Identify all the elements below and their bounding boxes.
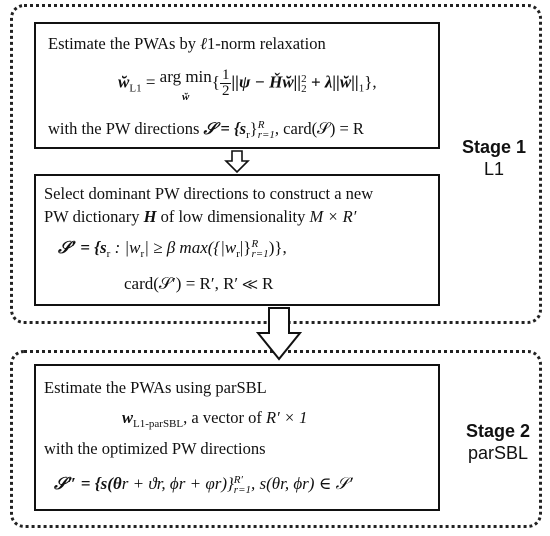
eq1-rest-sub: r: [236, 248, 240, 260]
eq-argmin: arg min: [159, 67, 212, 86]
dir-set-sub: r: [246, 129, 250, 141]
down-arrow-large: [256, 307, 302, 361]
dir-set: 𝒮 = {s: [203, 119, 247, 138]
stage2-label: Stage 2 parSBL: [458, 420, 538, 464]
box3-vector-line: wL1-parSBL, a vector of R′ × 1: [122, 408, 307, 434]
eq1-set: 𝒮′ = {s: [58, 238, 107, 257]
stage1-label: Stage 1 L1: [458, 136, 530, 180]
eq1-end: )},: [268, 238, 287, 257]
stage1-algo: L1: [483, 159, 505, 179]
box3-line3: with the optimized PW directions: [44, 439, 266, 458]
box2-line1: Select dominant PW directions to constru…: [44, 184, 374, 203]
box3-line1: Estimate the PWAs using parSBL: [44, 378, 267, 397]
dir-range-sup: R: [257, 119, 265, 132]
dir-set-close: }: [249, 119, 258, 138]
stage2-title: Stage 2: [465, 421, 531, 441]
argmin-block: arg min w̆: [160, 68, 212, 106]
box3-eq-parts: r + ϑr, ϕr + φr)}: [121, 474, 234, 493]
box2-line2-pre: PW dictionary: [44, 207, 144, 226]
l1-estimation-box: Estimate the PWAs by ℓ1-norm relaxation …: [34, 22, 440, 149]
eq1-close: |}: [239, 238, 252, 257]
box2-line2-post: of low dimensionality: [156, 207, 310, 226]
box1-heading-post: 1-norm relaxation: [207, 34, 326, 53]
eq-norm-sub: 2: [301, 82, 307, 95]
vec-w: w: [122, 408, 134, 427]
box3-eq-pre: 𝒮″ = {s(θ: [54, 474, 122, 493]
eq-frac-den: 2: [221, 83, 230, 99]
eq1-mid: : |w: [110, 238, 141, 257]
eq-lhs-sub: L1: [129, 82, 142, 95]
box2-line2: PW dictionary H of low dimensionality M …: [44, 207, 356, 227]
dir-card: , card(𝒮) = R: [274, 119, 364, 138]
box1-heading: Estimate the PWAs by ℓ1-norm relaxation: [48, 34, 326, 54]
box1-heading-ell: ℓ: [200, 34, 208, 53]
eq-reg-sub: 1: [358, 82, 365, 95]
down-arrow-small: [224, 150, 250, 174]
eq-reg: + λ||w̆||: [306, 72, 359, 92]
box2-equation2: card(𝒮′) = R′, R′ ≪ R: [124, 274, 274, 293]
eq1-range-sub: r=1: [251, 248, 269, 261]
dominant-directions-box: Select dominant PW directions to constru…: [34, 174, 440, 306]
vec-sub: L1-parSBL: [133, 418, 184, 430]
box2-dictionary-h: H: [143, 207, 157, 226]
box3-eq-post: , s(θr, ϕr) ∈ 𝒮′: [251, 474, 353, 493]
vec-dim: R′ × 1: [266, 408, 308, 427]
eq-end: },: [364, 72, 377, 92]
eq1-sub: r: [106, 248, 111, 260]
eq1-rest: | ≥ β max({|w: [144, 238, 237, 257]
box3-equation: 𝒮″ = {s(θr + ϑr, ϕr + φr)}R′r=1, s(θr, ϕ…: [54, 474, 353, 497]
eq1-sup: R: [251, 238, 259, 251]
eq-norm-sup: 2: [301, 72, 307, 85]
eq-lhs: w̆: [118, 72, 130, 92]
vec-post: , a vector of: [183, 408, 267, 427]
dir-pre: with the PW directions: [48, 119, 204, 138]
eq-body: ||ψ − Ȟw̆||: [231, 72, 302, 92]
eq1-mid-sub: r: [140, 248, 145, 260]
box3-eq-range: R′r=1: [233, 474, 252, 497]
eq-frac-num: 1: [219, 67, 232, 84]
parsbl-estimation-box: Estimate the PWAs using parSBL wL1-parSB…: [34, 364, 440, 511]
box3-eq-sup: R′: [233, 474, 243, 487]
box1-heading-pre: Estimate the PWAs by: [48, 34, 201, 53]
stage2-algo: parSBL: [467, 443, 529, 463]
box2-dimension: M × R′: [309, 207, 357, 226]
eq-argmin-sub: w̆: [182, 91, 190, 103]
box3-eq-sub: r=1: [233, 484, 252, 497]
dir-range-sub: r=1: [257, 129, 275, 142]
stage1-title: Stage 1: [461, 137, 527, 157]
